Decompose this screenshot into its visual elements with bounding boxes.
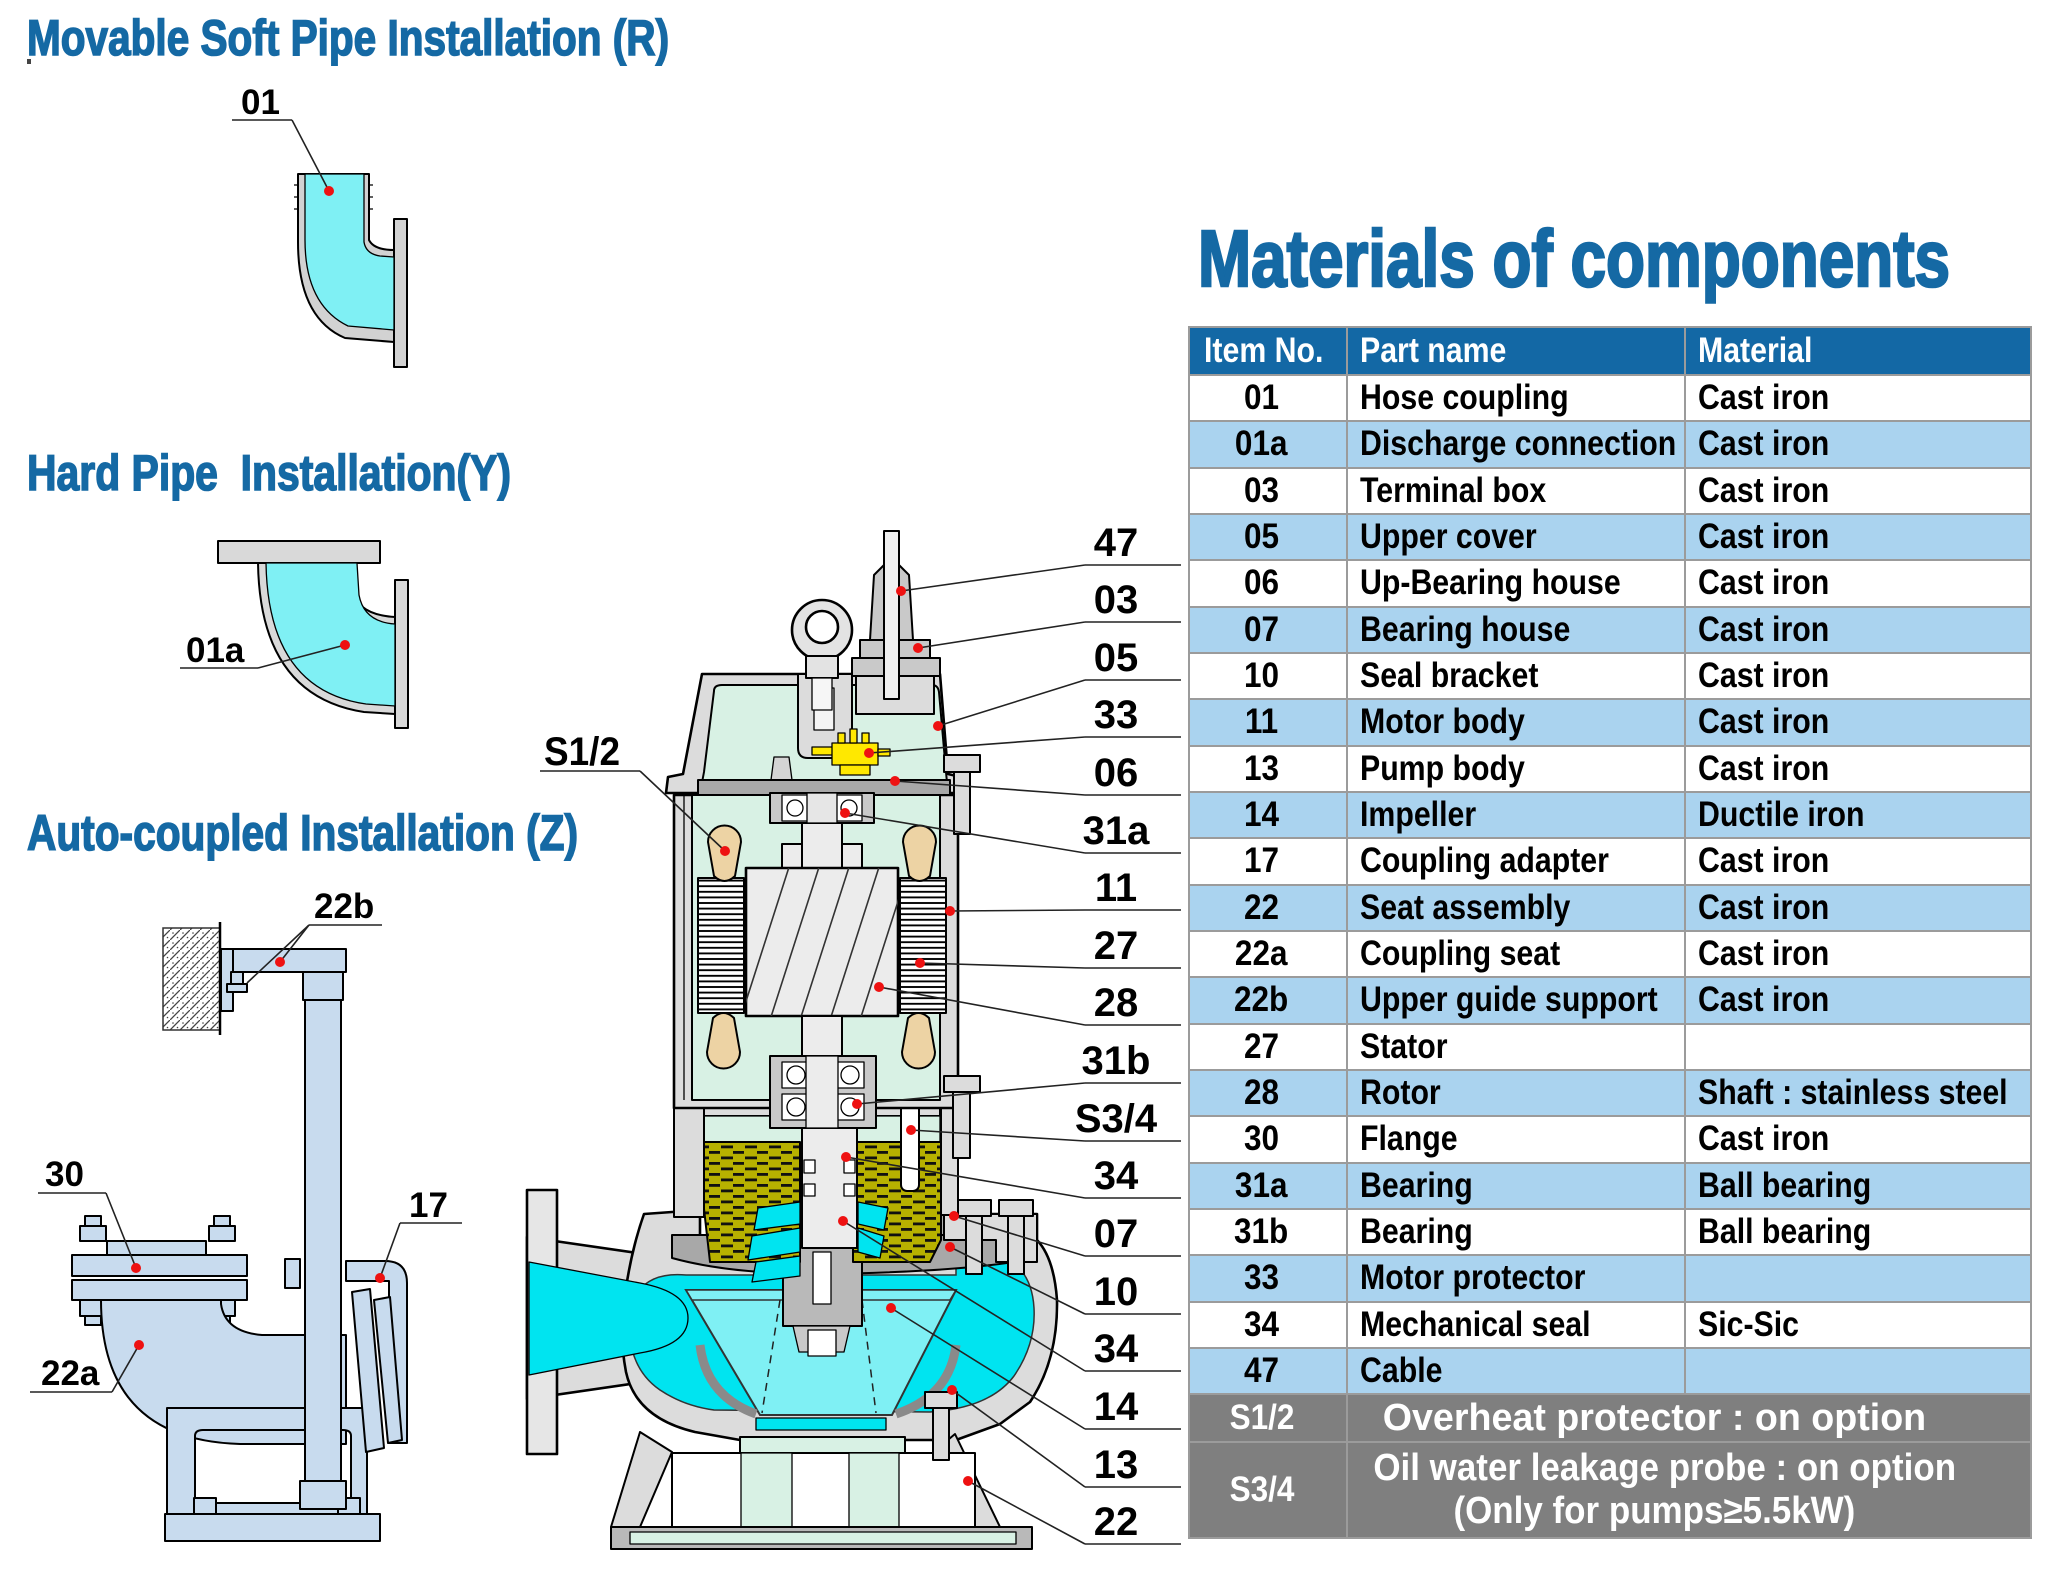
svg-text:01a: 01a: [186, 631, 245, 670]
svg-text:17: 17: [409, 1186, 448, 1225]
svg-text:34: 34: [1094, 1327, 1139, 1371]
svg-text:03: 03: [1094, 578, 1139, 622]
svg-text:34: 34: [1094, 1154, 1139, 1198]
svg-text:22b: 22b: [314, 887, 374, 926]
svg-text:14: 14: [1094, 1385, 1139, 1429]
svg-text:28: 28: [1094, 981, 1139, 1025]
svg-text:05: 05: [1094, 636, 1139, 680]
svg-text:31b: 31b: [1082, 1039, 1151, 1083]
svg-text:13: 13: [1094, 1443, 1139, 1487]
svg-text:07: 07: [1094, 1212, 1139, 1256]
svg-text:31a: 31a: [1083, 809, 1150, 853]
svg-text:10: 10: [1094, 1270, 1139, 1314]
svg-text:27: 27: [1094, 924, 1139, 968]
svg-text:S1/2: S1/2: [544, 730, 620, 774]
svg-text:30: 30: [45, 1155, 84, 1194]
svg-text:06: 06: [1094, 751, 1139, 795]
svg-text:S3/4: S3/4: [1075, 1097, 1158, 1141]
svg-text:22a: 22a: [41, 1354, 100, 1393]
svg-text:33: 33: [1094, 693, 1139, 737]
svg-text:11: 11: [1095, 866, 1137, 910]
svg-text:01: 01: [241, 83, 280, 122]
svg-text:22: 22: [1094, 1500, 1139, 1544]
svg-text:47: 47: [1094, 521, 1139, 565]
